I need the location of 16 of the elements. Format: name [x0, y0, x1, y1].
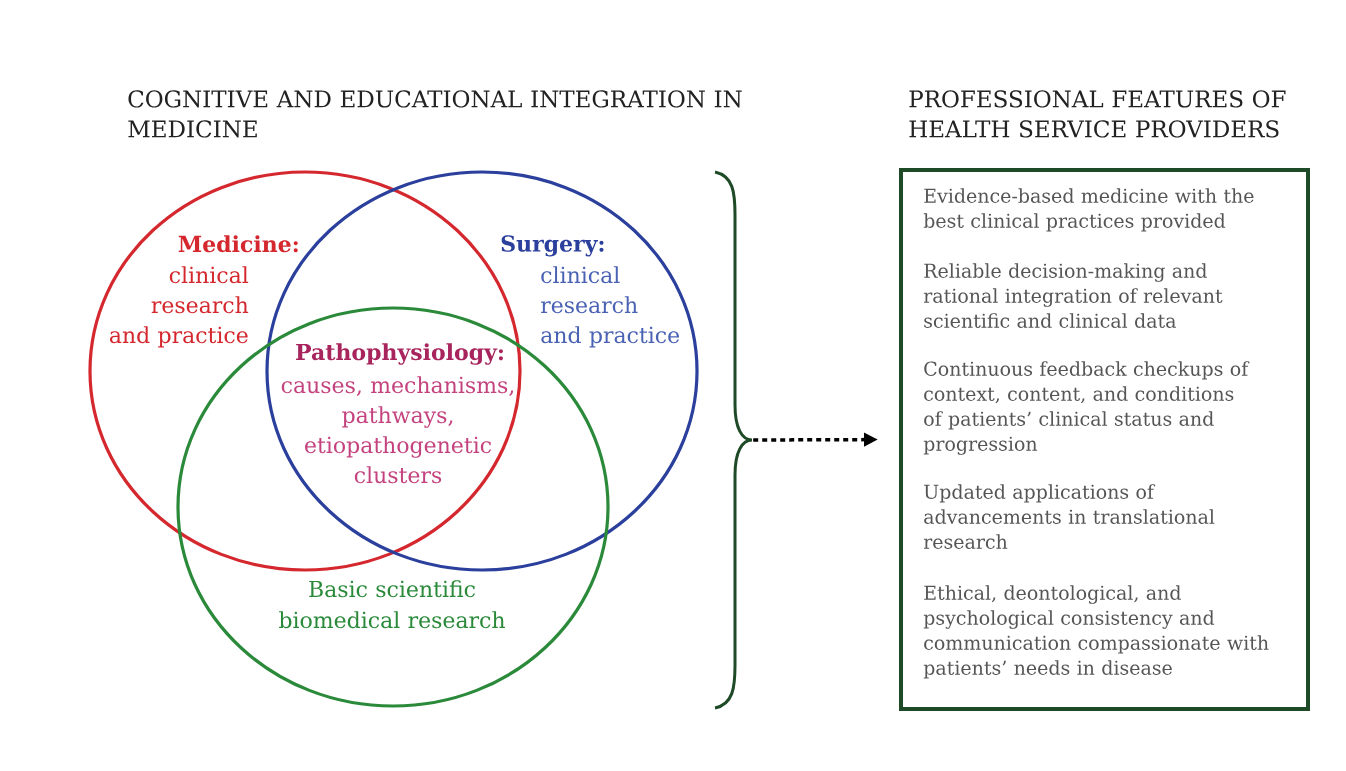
region-heading: Pathophysiology:: [296, 343, 503, 365]
circle-label: clinical research and practice: [541, 266, 680, 348]
feature-text: Evidence-based medicine with the best clinical practices provided: [923, 188, 1254, 232]
circle-heading: Medicine:: [178, 235, 298, 253]
curly-brace: [714, 170, 754, 710]
box-heading: PROFESSIONAL FEATURES OF HEALTH SERVICE PROVIDERS: [909, 90, 1286, 138]
feature-text: Continuous feedback checkups of context, content, and conditions of patients’ clinical status and progression: [923, 361, 1250, 455]
feature-text: Reliable decision-making and rational integration of relevant scientific and clinical data: [923, 263, 1223, 328]
circle-heading: Surgery:: [501, 235, 604, 257]
feature-box: [899, 90, 1310, 711]
region-label: causes, mechanisms, pathways, etiopathogenetic clusters: [281, 376, 514, 484]
circle-label: Basic scientific biomedical research: [279, 580, 505, 629]
feature-text: Ethical, deontological, and psychological consistency and communication compassionate with patients’ needs in disease: [923, 585, 1269, 679]
feature-text: Updated applications of advancements in translational research: [923, 484, 1215, 549]
circle-label: clinical research and practice: [109, 266, 249, 348]
heading: COGNITIVE AND EDUCATIONAL INTEGRATION IN MEDICINE: [128, 90, 742, 138]
